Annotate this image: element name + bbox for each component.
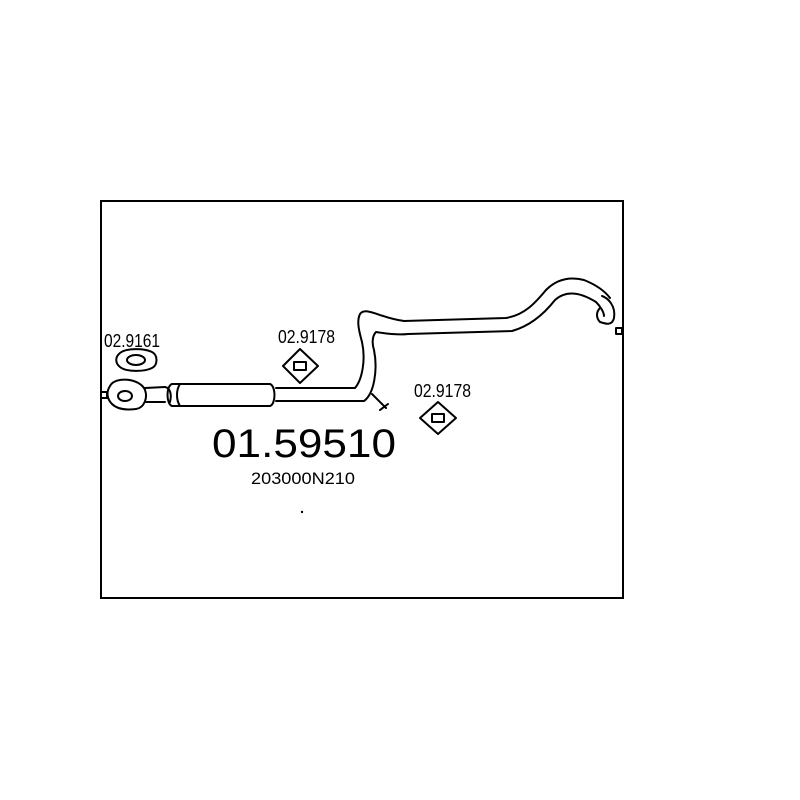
accessory-code-label: 02.9178	[414, 381, 471, 401]
front-connector-icon	[100, 391, 108, 399]
rubber-hanger-icon	[419, 401, 457, 435]
oem-reference-number: 203000N210	[251, 469, 355, 488]
muffler-body	[166, 383, 276, 407]
rubber-hanger-icon	[282, 348, 319, 384]
accessory-flange-gasket: 02.9161	[104, 331, 160, 372]
flange-gasket-icon	[115, 348, 158, 372]
accessory-code-label: 02.9178	[278, 327, 335, 347]
flange-hole-icon	[117, 390, 133, 402]
diagram-frame	[100, 200, 624, 599]
main-part-number: 01.59510	[212, 422, 396, 466]
exhaust-pipe	[100, 277, 623, 411]
dot-mark	[300, 510, 304, 514]
accessory-rubber-hanger-1: 02.9178	[278, 327, 335, 384]
rear-outlet-icon	[596, 295, 616, 325]
accessory-rubber-hanger-2: 02.9178	[414, 381, 471, 435]
rear-connector-icon	[615, 327, 623, 335]
accessory-code-label: 02.9161	[104, 331, 160, 351]
hanger-bracket-icon	[371, 393, 389, 411]
front-flange-icon	[106, 378, 147, 411]
